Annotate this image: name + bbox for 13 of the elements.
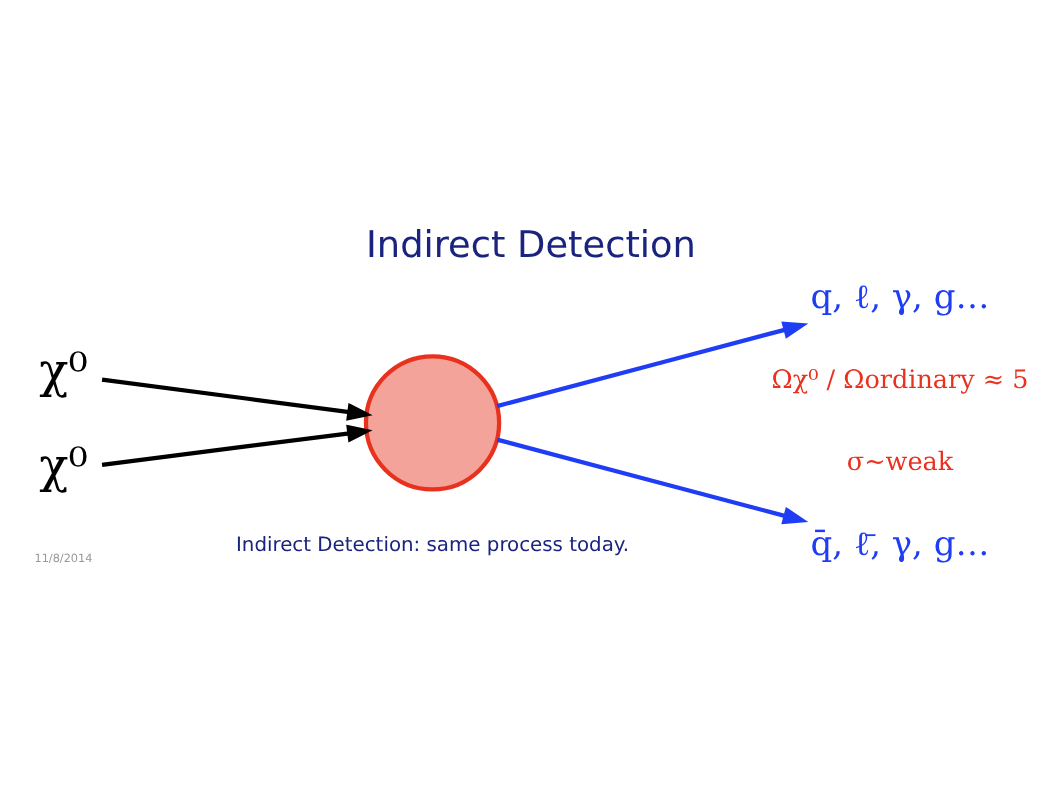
node-text: χ⁰: [39, 342, 88, 399]
arrow: [496, 437, 809, 525]
node-text: q, ℓ, γ, g…: [810, 278, 990, 319]
node-circle: [363, 354, 502, 492]
caption: Indirect Detection: same process today.: [236, 535, 630, 558]
node-text: q̄, ℓ̄, γ, g…: [810, 524, 990, 565]
arrow: [496, 321, 809, 409]
arrow: [101, 424, 373, 467]
diagram-title: Indirect Detection: [366, 224, 696, 267]
label: Ωχ⁰ / Ωordinary ≈ 5: [771, 365, 1029, 396]
node-text: χ⁰: [39, 437, 88, 494]
label: σ∼weak: [846, 448, 954, 479]
arrow: [101, 377, 373, 421]
